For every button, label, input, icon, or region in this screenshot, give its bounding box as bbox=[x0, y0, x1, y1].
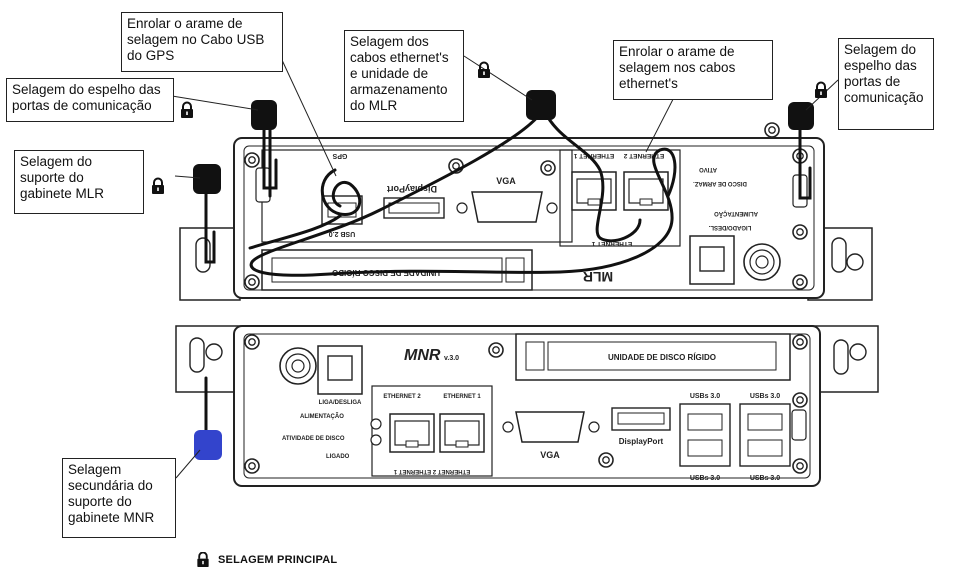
callout-mirror-right: Selagem do espelho das portas de comunic… bbox=[838, 38, 934, 130]
legend-label: SELAGEM PRINCIPAL bbox=[218, 554, 338, 566]
lock-icon bbox=[151, 177, 165, 195]
callout-ethernet-wire: Enrolar o arame de selagem nos cabos eth… bbox=[613, 40, 773, 100]
callout-mirror-left: Selagem do espelho das portas de comunic… bbox=[6, 78, 174, 122]
mnr-label-usb-tr: USBs 3.0 bbox=[750, 393, 780, 400]
mnr-label-on: LIGADO bbox=[326, 454, 350, 460]
lock-icon bbox=[197, 552, 209, 568]
mlr-label-eth-bottom: ETHERNET 1 bbox=[591, 240, 632, 247]
seal-block-support-mnr bbox=[194, 430, 222, 460]
lock-icon bbox=[477, 61, 491, 79]
sealing-wires bbox=[204, 112, 812, 434]
mnr-label-eth-bottom: ETHERNET 2 ETHERNET 1 bbox=[393, 468, 470, 474]
mnr-label-usb-tl: USBs 3.0 bbox=[690, 393, 720, 400]
mnr-label-usb-bl: USBs 3.0 bbox=[690, 475, 720, 482]
mnr-label-vga: VGA bbox=[540, 450, 560, 460]
mnr-label-eth2: ETHERNET 2 bbox=[383, 394, 421, 400]
mnr-label-disk-activity: ATIVIDADE DE DISCO bbox=[282, 436, 345, 442]
mlr-label-disk: DISCO DE ARMAZ. bbox=[693, 180, 747, 186]
mnr-label-displayport: DisplayPort bbox=[619, 437, 664, 446]
lock-icon bbox=[180, 101, 194, 119]
seal-block-storage bbox=[526, 90, 556, 120]
mlr-label-displayport: DisplayPort bbox=[387, 184, 437, 194]
mlr-label-power2: LIGADO/DESL. bbox=[708, 224, 751, 230]
lock-icon bbox=[814, 81, 828, 99]
mnr-label-usb-br: USBs 3.0 bbox=[750, 475, 780, 482]
callout-usb-gps: Enrolar o arame de selagem no Cabo USB d… bbox=[121, 12, 283, 72]
mlr-label-eth1: ETHERNET 1 bbox=[573, 152, 614, 159]
mlr-label-model: MLR bbox=[583, 269, 613, 285]
callout-support-mnr: Selagem secundária do suporte do gabinet… bbox=[62, 458, 176, 538]
mnr-label-model: MNR bbox=[404, 347, 441, 364]
mlr-label-usb: USB 2.0 bbox=[329, 230, 356, 237]
mnr-label-eth1: ETHERNET 1 bbox=[443, 394, 481, 400]
mlr-label-vga: VGA bbox=[496, 176, 516, 186]
mnr-label-power: ALIMENTAÇÃO bbox=[300, 413, 344, 420]
callout-ethernet-storage: Selagem dos cabos ethernet's e unidade d… bbox=[344, 30, 464, 122]
mlr-chassis: GPS USB 2.0 DisplayPort VGA ETHERNET 1 E… bbox=[179, 122, 873, 301]
mlr-label-eth2: ETHERNET 2 bbox=[623, 152, 664, 159]
callout-support-mlr: Selagem do suporte do gabinete MLR bbox=[14, 150, 144, 214]
seal-block-mirror-left bbox=[251, 100, 277, 130]
seal-block-support-mlr bbox=[193, 164, 221, 194]
mnr-chassis: MNR v.3.0 UNIDADE DE DISCO RÍGIDO LIGA/D… bbox=[175, 325, 879, 487]
mlr-label-gps: GPS bbox=[332, 152, 347, 159]
mnr-label-power-btn: LIGA/DESLIGA bbox=[319, 400, 362, 406]
legend: SELAGEM PRINCIPAL bbox=[196, 552, 337, 568]
mlr-label-ativo: ATIVO bbox=[699, 166, 717, 172]
mnr-label-bay: UNIDADE DE DISCO RÍGIDO bbox=[608, 353, 716, 362]
mnr-label-version: v.3.0 bbox=[444, 355, 459, 362]
mlr-label-power: ALIMENTAÇÃO bbox=[714, 210, 758, 217]
